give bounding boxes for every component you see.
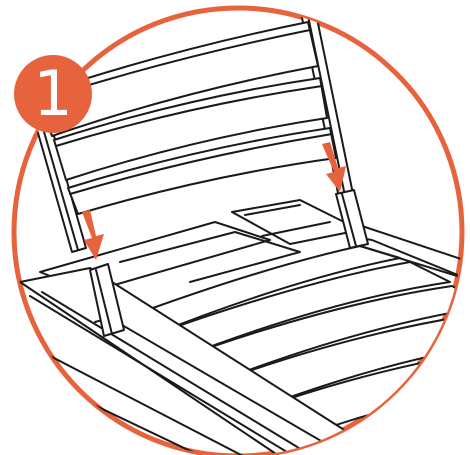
backrest — [27, 8, 361, 253]
arrow-down-icon — [322, 142, 346, 192]
step-number-badge: 1 — [14, 55, 92, 133]
step-number: 1 — [33, 57, 73, 130]
left-bracket — [89, 263, 125, 337]
arrow-down-icon — [82, 210, 104, 260]
right-bracket — [335, 189, 369, 249]
